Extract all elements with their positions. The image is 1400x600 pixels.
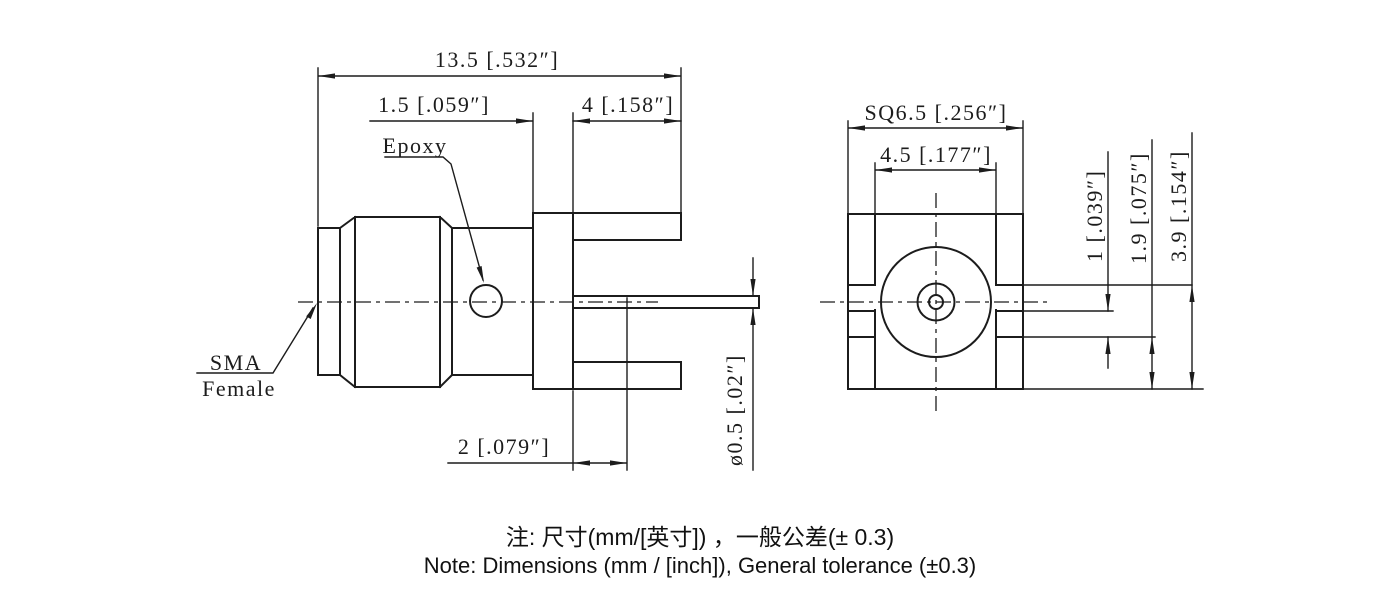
epoxy-leader-arrow	[476, 266, 484, 283]
dim-height: 3.9 [.154″]	[1166, 132, 1195, 390]
dim-pin-diameter-arrows	[750, 279, 756, 325]
epoxy-label: Epoxy	[383, 133, 484, 283]
end-view: SQ6.5 [.256″] 4.5 [.177″] 1 [.039″] 1.9 …	[820, 100, 1204, 415]
epoxy-label-text: Epoxy	[383, 133, 448, 158]
dim-overall-length: 13.5 [.532″]	[317, 47, 682, 227]
epoxy-hole	[469, 284, 503, 318]
sma-female-label: SMA Female	[196, 303, 317, 401]
dim-leg-length: 4 [.158″]	[572, 92, 682, 124]
sma-label-line1-text: SMA	[210, 350, 262, 375]
dim-lower-text: 1.9 [.075″]	[1126, 152, 1151, 264]
dim-flange-thickness-lines	[369, 112, 574, 214]
dim-gap-text: 1 [.039″]	[1082, 170, 1107, 262]
sma-leader-arrow	[306, 303, 317, 319]
end-extension-lines	[1022, 284, 1204, 390]
dim-square-lines	[847, 120, 1024, 215]
dim-height-text: 3.9 [.154″]	[1166, 150, 1191, 262]
notes: 注: 尺寸(mm/[英寸]) ，一般公差(± 0.3) Note: Dimens…	[424, 524, 977, 578]
sma-label-line2-text: Female	[202, 376, 276, 401]
dim-lower-arrows	[1149, 337, 1155, 389]
side-part-outline	[317, 212, 760, 390]
dim-inner-width-text: 4.5 [.177″]	[880, 142, 992, 167]
dim-pin-diameter: ø0.5 [.02″]	[722, 257, 756, 471]
note-line1: 注: 尺寸(mm/[英寸]) ，一般公差(± 0.3)	[506, 524, 894, 550]
dim-pin-setback-lines	[447, 297, 628, 471]
dim-flange-thickness-arrow	[516, 118, 533, 124]
dim-overall-length-lines	[317, 67, 682, 227]
dim-gap: 1 [.039″]	[1082, 151, 1111, 369]
dim-flange-thickness: 1.5 [.059″]	[369, 92, 574, 214]
dim-pin-setback: 2 [.079″]	[447, 297, 628, 471]
dim-lower: 1.9 [.075″]	[1126, 139, 1155, 390]
dim-leg-length-text: 4 [.158″]	[582, 92, 674, 117]
dim-pin-setback-text: 2 [.079″]	[458, 434, 550, 459]
dim-flange-thickness-text: 1.5 [.059″]	[378, 92, 490, 117]
epoxy-leader-line	[384, 156, 484, 281]
dim-gap-arrows	[1105, 294, 1111, 354]
sma-leader-line	[196, 307, 314, 374]
dim-overall-length-text: 13.5 [.532″]	[435, 47, 559, 72]
dim-pin-diameter-text: ø0.5 [.02″]	[722, 354, 747, 466]
dim-pin-setback-arrows	[573, 460, 627, 466]
dim-square-text: SQ6.5 [.256″]	[865, 100, 1008, 125]
note-line2: Note: Dimensions (mm / [inch]), General …	[424, 553, 977, 578]
dim-square: SQ6.5 [.256″]	[847, 100, 1024, 215]
side-view: 13.5 [.532″] 1.5 [.059″] 4 [.158″] 2 [.0…	[196, 47, 760, 471]
end-centerlines	[820, 193, 1052, 415]
dim-inner-width: 4.5 [.177″]	[874, 142, 997, 215]
dim-inner-width-lines	[874, 162, 997, 215]
